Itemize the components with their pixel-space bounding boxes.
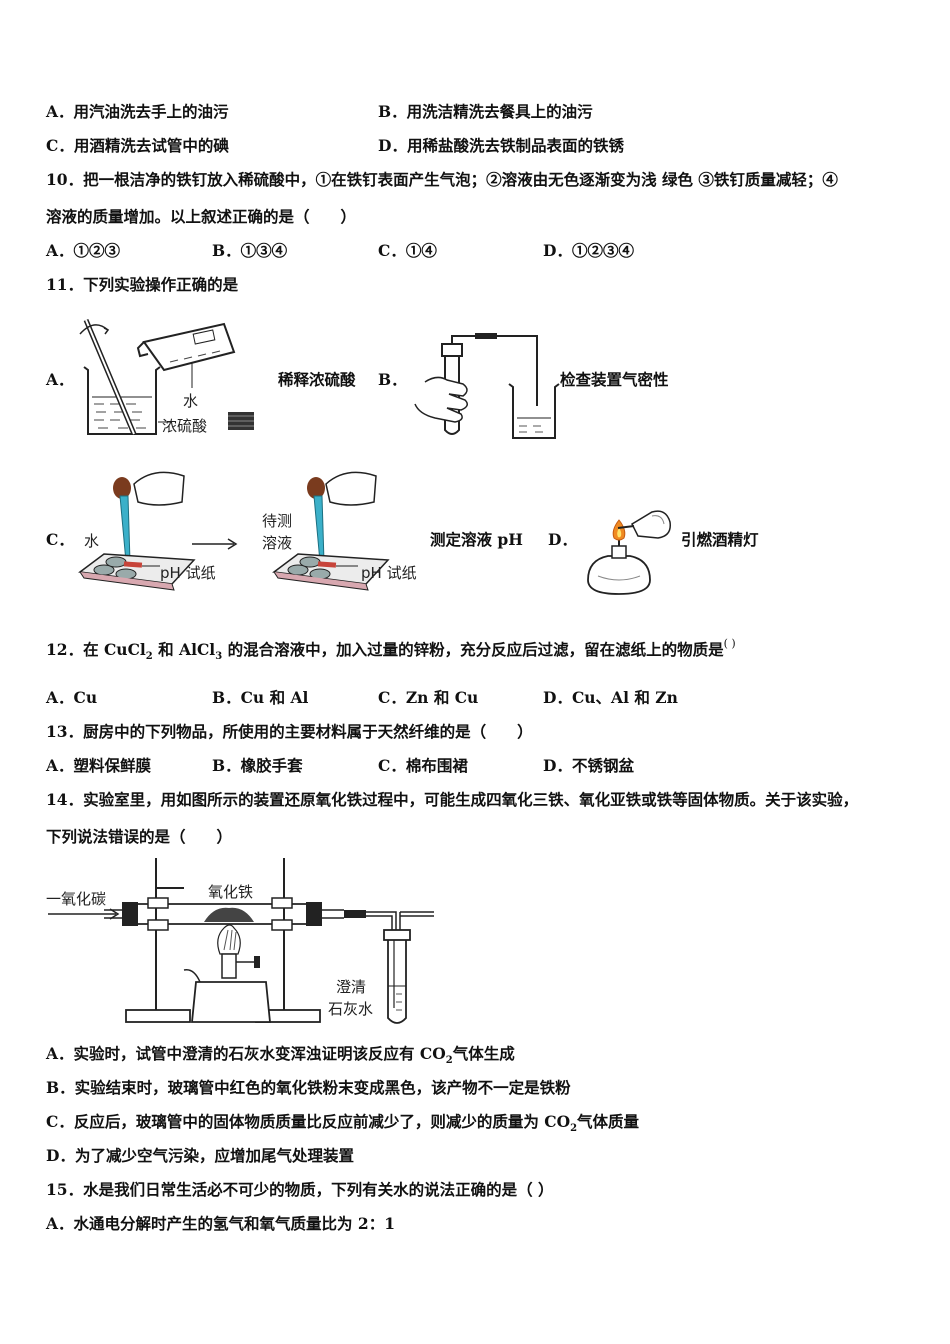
label-conc-acid: 浓硫酸	[162, 417, 208, 435]
q13-stem: 13．厨房中的下列物品，所使用的主要材料属于天然纤维的是（ ）	[46, 722, 533, 741]
arrow-icon	[192, 538, 238, 550]
q9-option-d: D．用稀盐酸洗去铁制品表面的铁锈	[378, 136, 624, 155]
q10-option-d: D．①②③④	[543, 241, 634, 260]
q9-option-c: C．用酒精洗去试管中的碘	[46, 136, 229, 155]
q11-option-a-letter: A．	[46, 370, 74, 389]
q14-option-d: D．为了减少空气污染，应增加尾气处理装置	[46, 1146, 354, 1165]
q15-option-a: A．水通电分解时产生的氢气和氧气质量比为 2：1	[46, 1214, 395, 1233]
q11-option-d-letter: D．	[548, 530, 577, 549]
q10-option-c: C．①④	[378, 241, 437, 260]
q14-stem-line1: 14．实验室里，用如图所示的装置还原氧化铁过程中，可能生成四氧化三铁、氧化亚铁或…	[46, 790, 859, 809]
q11-option-a-label: 稀释浓硫酸	[278, 370, 356, 389]
q11-stem: 11．下列实验操作正确的是	[46, 275, 239, 294]
q13-option-d: D．不锈钢盆	[543, 756, 634, 775]
q15-stem: 15．水是我们日常生活必不可少的物质，下列有关水的说法正确的是（ ）	[46, 1180, 554, 1199]
q10-option-b: B．①③④	[212, 241, 288, 260]
q11-option-b-letter: B．	[378, 370, 407, 389]
q11-option-b-label: 检查装置气密性	[560, 370, 669, 389]
co-reduction-apparatus	[48, 858, 434, 1024]
label-solution-1: 待测	[262, 512, 293, 530]
q11-option-d-label: 引燃酒精灯	[681, 530, 759, 549]
dilute-acid-figure	[79, 319, 254, 435]
q11-option-c-label: 测定溶液 pH	[430, 530, 523, 549]
airtightness-figure	[414, 333, 560, 439]
q10-stem-line1: 10．把一根洁净的铁钉放入稀硫酸中，①在铁钉表面产生气泡；②溶液由无色逐渐变为浅…	[46, 170, 838, 189]
ph-water-figure	[78, 471, 196, 591]
alcohol-lamp-figure	[587, 510, 671, 595]
q10-option-a: A．①②③	[46, 241, 121, 260]
label-co: 一氧化碳	[46, 890, 107, 908]
q14-option-b: B．实验结束时，玻璃管中红色的氧化铁粉末变成黑色，该产物不一定是铁粉	[46, 1078, 571, 1097]
q14-option-c: C．反应后，玻璃管中的固体物质质量比反应前减少了，则减少的质量为 CO2气体质量	[46, 1112, 640, 1135]
q9-option-b: B．用洗洁精洗去餐具上的油污	[378, 102, 593, 121]
q9-option-a: A．用汽油洗去手上的油污	[46, 102, 229, 121]
q12-option-d: D．Cu、Al 和 Zn	[543, 688, 678, 707]
label-lime-2: 石灰水	[328, 1000, 374, 1018]
label-fe2o3: 氧化铁	[208, 883, 254, 901]
q14-option-a: A．实验时，试管中澄清的石灰水变浑浊证明该反应有 CO2气体生成	[46, 1044, 515, 1067]
ph-solution-figure	[272, 471, 390, 591]
q12-option-a: A．Cu	[46, 688, 98, 707]
label-water-a: 水	[183, 392, 199, 410]
label-ph-paper-1: pH 试纸	[160, 564, 216, 582]
q13-option-b: B．橡胶手套	[212, 756, 303, 775]
q10-stem-line2: 溶液的质量增加。以上叙述正确的是（ ）	[46, 207, 357, 226]
q13-option-c: C．棉布围裙	[378, 756, 468, 775]
q14-stem-line2: 下列说法错误的是（ ）	[46, 827, 233, 846]
label-solution-2: 溶液	[262, 534, 293, 552]
label-lime-1: 澄清	[336, 978, 367, 996]
q12-option-b: B．Cu 和 Al	[212, 688, 309, 707]
label-ph-paper-2: pH 试纸	[361, 564, 417, 582]
q13-option-a: A．塑料保鲜膜	[46, 756, 152, 775]
q12-stem: 12．在 CuCl2 和 AlCl3 的混合溶液中，加入过量的锌粉，充分反应后过…	[46, 637, 736, 663]
q12-option-c: C．Zn 和 Cu	[378, 688, 479, 707]
label-water-c: 水	[84, 532, 100, 550]
q11-option-c-letter: C．	[46, 530, 74, 549]
